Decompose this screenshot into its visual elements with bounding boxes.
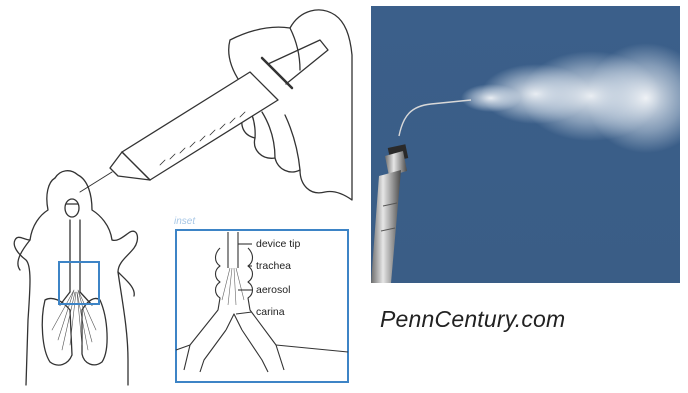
syringe <box>80 40 328 192</box>
inset-title: inset <box>174 216 195 227</box>
aerosol-device-photo <box>371 6 680 283</box>
source-credit: PennCentury.com <box>380 306 565 333</box>
callout-carina: carina <box>256 306 285 318</box>
callout-trachea: trachea <box>256 260 291 272</box>
intratracheal-aerosol-illustration <box>0 0 360 393</box>
animal-body <box>14 171 137 385</box>
callout-aerosol: aerosol <box>256 284 290 296</box>
callout-device-tip: device tip <box>256 238 300 250</box>
